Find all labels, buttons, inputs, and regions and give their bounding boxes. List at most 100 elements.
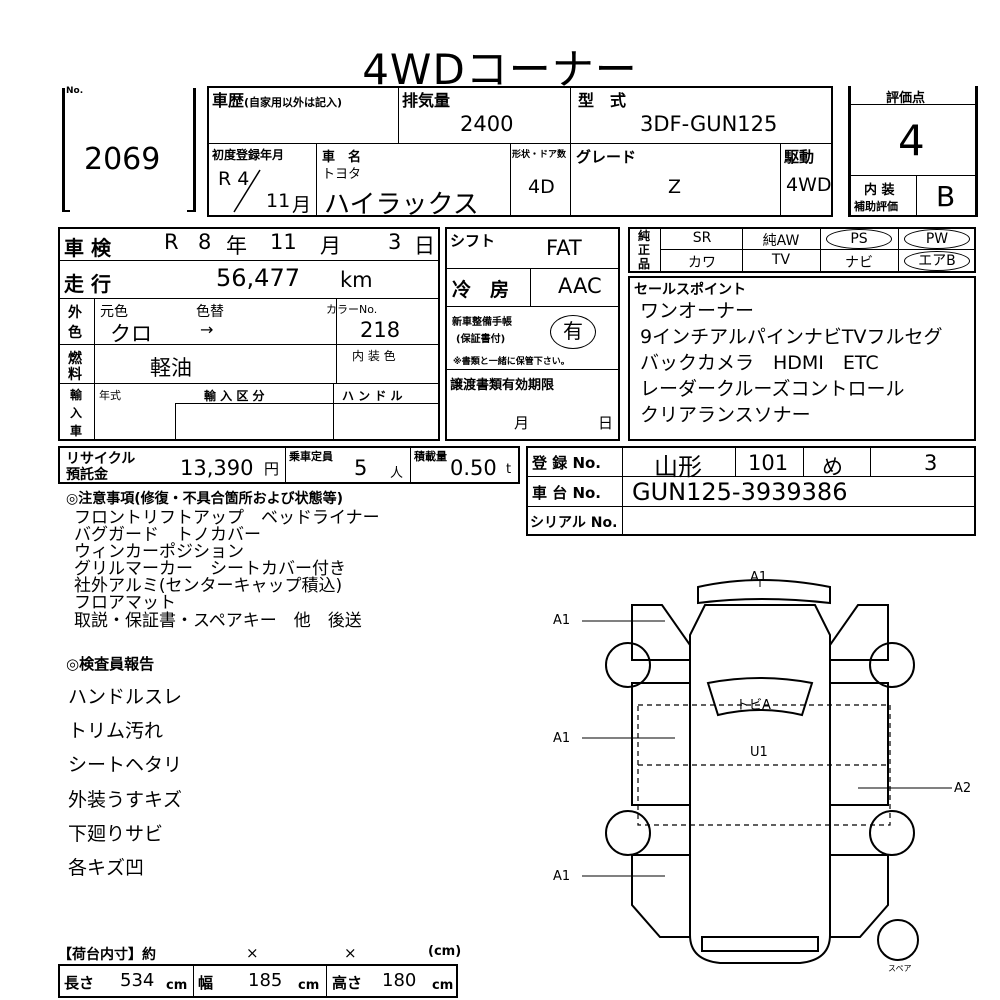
- inspector-line: トリム汚れ: [68, 720, 164, 742]
- color-side-1: 外: [68, 305, 82, 321]
- interior-label: 内 装: [864, 183, 895, 198]
- inspector-line: 下廻りサビ: [68, 823, 164, 845]
- bed-length: 534: [120, 970, 155, 991]
- sales-point-item: ワンオーナー: [640, 300, 755, 322]
- car-maker: トヨタ: [322, 167, 362, 182]
- note-line: ウィンカーポジション: [74, 542, 244, 562]
- recycle-label: リサイクル: [66, 451, 136, 467]
- diagram-label-front: A1: [750, 570, 768, 585]
- inspector-line: 各キズ凹: [68, 857, 145, 879]
- diagram-label-right-mid: A2: [954, 781, 972, 796]
- interior-sub-label: 補助評価: [854, 200, 898, 213]
- color-orig-label: 元色: [100, 304, 128, 320]
- inspection-year-unit: 年: [226, 234, 247, 258]
- sales-point-item: クリアランスソナー: [640, 404, 811, 426]
- shift-label: シフト: [450, 232, 496, 250]
- first-reg-slash: [233, 169, 261, 213]
- diagram-label-spare: スペア: [888, 964, 912, 973]
- equip-sr: SR: [692, 230, 712, 246]
- model-code-label: 型 式: [578, 91, 627, 110]
- inspection-year: 8: [198, 230, 212, 254]
- sales-points-label: セールスポイント: [634, 282, 746, 298]
- lot-label: No.: [66, 86, 84, 96]
- mileage-label: 走 行: [64, 272, 111, 296]
- first-reg-label: 初度登録年月: [212, 148, 285, 162]
- equipment-side-3: 品: [638, 257, 651, 271]
- note-line: フロントリフトアップ ベッドライナー: [74, 508, 380, 528]
- bed-x2: ×: [344, 944, 357, 962]
- car-name: ハイラックス: [324, 190, 479, 220]
- inspector-line: ハンドルスレ: [68, 686, 183, 708]
- bed-length-unit: cm: [166, 978, 188, 993]
- diagram-label-left-rear: A1: [553, 869, 571, 884]
- import-side-2: 入: [70, 406, 83, 420]
- doors-label: 形状・ドア数: [512, 150, 567, 160]
- shift-value: FAT: [546, 236, 582, 260]
- mileage-unit: km: [340, 268, 373, 292]
- interior-color-label: 内 装 色: [352, 349, 396, 363]
- fuel-side-1: 燃: [68, 351, 82, 367]
- equip-leather: カワ: [688, 255, 716, 271]
- first-reg-month: 11: [266, 190, 291, 212]
- history-label: 車歴(自家用以外は記入): [212, 91, 343, 110]
- note-line: 取説・保証書・スペアキー 他 後送: [74, 611, 362, 631]
- chassis-label: 車 台 No.: [532, 484, 602, 502]
- warranty-note: ※書類と一緒に保管下さい。: [453, 357, 570, 367]
- import-kind-label: 輸 入 区 分: [204, 389, 265, 403]
- inspection-day: 3: [388, 230, 402, 254]
- color-code-label: カラーNo.: [326, 303, 378, 316]
- bed-width-unit: cm: [298, 978, 320, 993]
- note-line: 社外アルミ(センターキャップ積込): [74, 576, 343, 596]
- equip-airbag: エアB: [904, 251, 970, 271]
- middle-info-grid: [445, 227, 620, 441]
- registration-class: 101: [748, 451, 789, 475]
- import-side-3: 車: [70, 424, 83, 438]
- inspector-line: 外装うすキズ: [68, 789, 183, 811]
- transfer-day-unit: 日: [598, 414, 614, 432]
- bed-unit-header: (cm): [428, 944, 462, 959]
- fuel-value: 軽油: [150, 356, 192, 380]
- bed-height-unit: cm: [432, 978, 454, 993]
- bed-grid: [58, 964, 458, 998]
- import-handle-label: ハ ン ド ル: [342, 389, 403, 403]
- score-label: 評価点: [886, 91, 926, 106]
- damage-diagram: [582, 579, 952, 964]
- color-orig-value: クロ: [110, 322, 152, 346]
- capacity-label: 乗車定員: [289, 450, 333, 463]
- bed-length-label: 長さ: [64, 974, 95, 992]
- inspection-month: 11: [270, 230, 297, 254]
- first-reg-month-unit: 月: [292, 194, 312, 216]
- load-value: 0.50: [450, 456, 497, 480]
- equipment-side-2: 正: [638, 243, 651, 257]
- score-value: 4: [898, 116, 925, 165]
- recycle-unit: 円: [264, 460, 280, 478]
- bed-heading: 【荷台内寸】約: [58, 947, 156, 963]
- mileage-value: 56,477: [216, 264, 300, 292]
- load-unit: t: [506, 462, 512, 477]
- color-side-2: 色: [68, 325, 82, 341]
- registration-kana: め: [822, 455, 843, 479]
- bed-width: 185: [248, 970, 283, 991]
- equipment-grid: [628, 227, 976, 273]
- transfer-month-unit: 月: [514, 414, 530, 432]
- displacement-label: 排気量: [402, 91, 451, 110]
- inspector-line: シートヘタリ: [68, 754, 183, 776]
- load-label: 積載量: [414, 450, 447, 463]
- recycle-sub-label: 預託金: [66, 467, 108, 483]
- left-info-grid: [58, 227, 440, 441]
- notes-heading: ◎注意事項(修復・不具合箇所および状態等): [66, 491, 344, 507]
- car-name-label: 車 名: [322, 150, 362, 165]
- registration-number: 3: [924, 451, 938, 475]
- inspection-label: 車 検: [64, 236, 111, 260]
- page-title: 4WDコーナー: [362, 45, 638, 94]
- capacity-value: 5: [354, 456, 368, 480]
- note-line: バグガード トノカバー: [74, 525, 261, 545]
- grade-label: グレード: [576, 148, 637, 166]
- bed-x1: ×: [246, 944, 259, 962]
- diagram-label-center: U1: [750, 745, 768, 760]
- drive-value: 4WD: [786, 174, 832, 196]
- vehicle-info-grid: [207, 86, 833, 217]
- recycle-grid: [58, 446, 520, 484]
- import-side-1: 輸: [70, 388, 83, 402]
- bed-height-label: 高さ: [332, 974, 363, 992]
